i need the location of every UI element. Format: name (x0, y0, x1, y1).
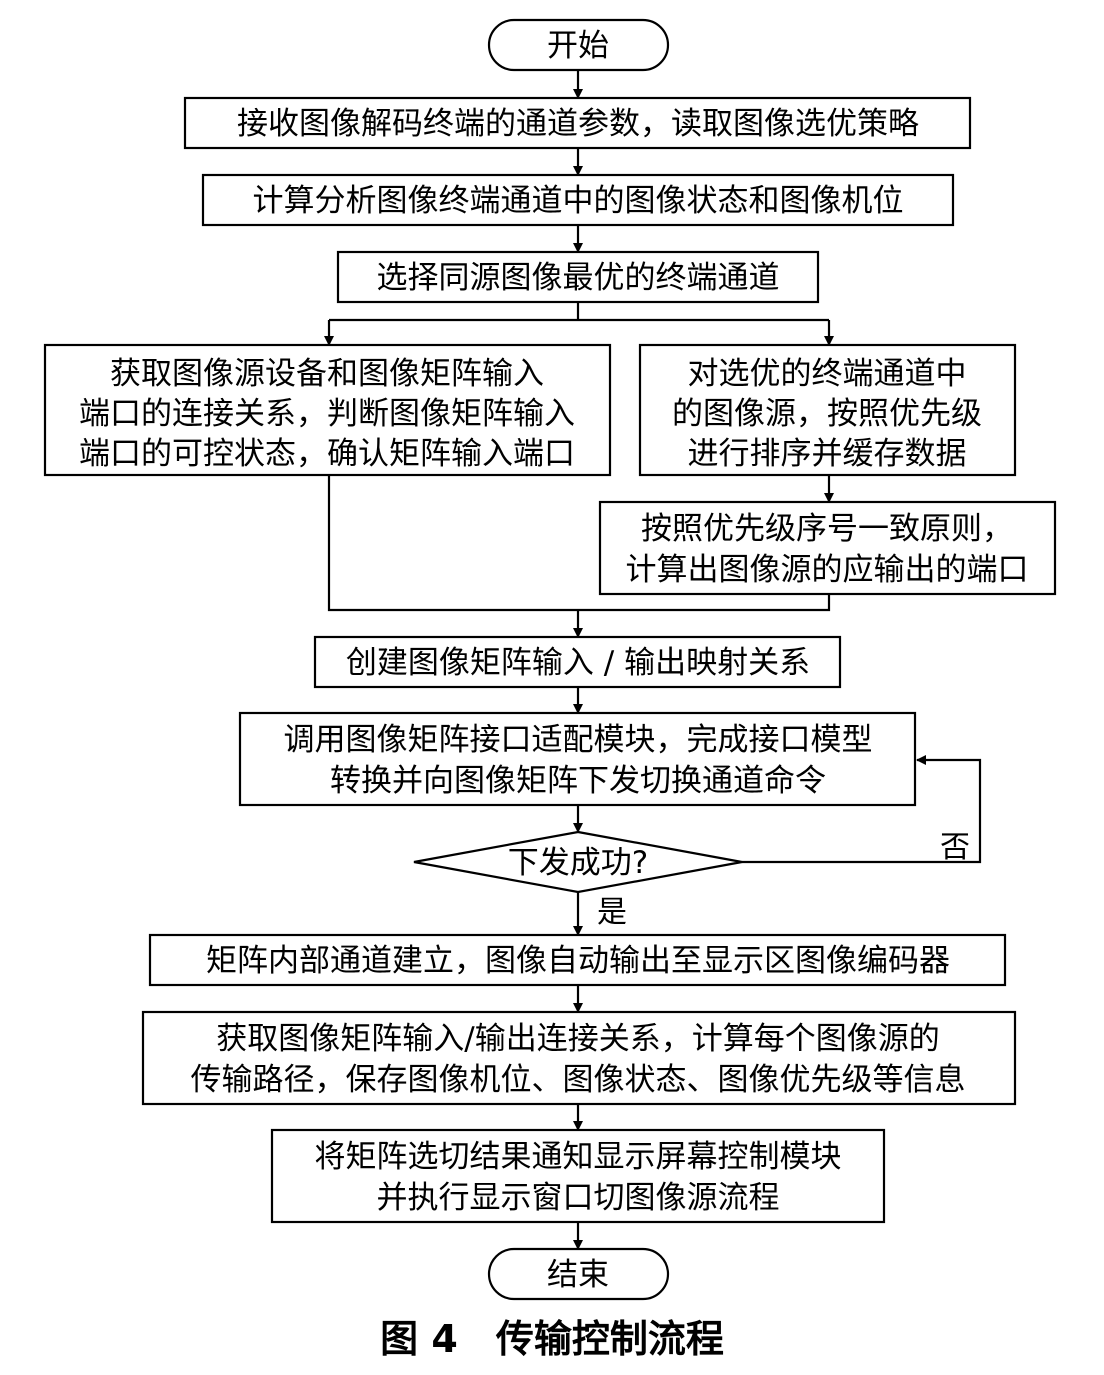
step-record-line1: 获取图像矩阵输入/输出连接关系，计算每个图像源的 (216, 1021, 939, 1057)
step-record: 获取图像矩阵输入/输出连接关系，计算每个图像源的 传输路径，保存图像机位、图像状… (141, 1010, 1017, 1106)
decision-label: 下发成功? (508, 845, 648, 881)
end-terminal: 结束 (487, 1247, 670, 1301)
step-notify-line1: 将矩阵选切结果通知显示屏幕控制模块 (315, 1139, 842, 1175)
step-right-line1: 对选优的终端通道中 (688, 356, 967, 392)
step-analyze: 计算分析图像终端通道中的图像状态和图像机位 (201, 173, 955, 227)
step-invoke: 调用图像矩阵接口适配模块，完成接口模型 转换并向图像矩阵下发切换通道命令 (238, 711, 917, 807)
decision-success: 下发成功? (413, 830, 743, 894)
step-left-line3: 端口的可控状态，确认矩阵输入端口 (79, 436, 575, 472)
step-create: 创建图像矩阵输入 / 输出映射关系 (313, 635, 842, 689)
step-left: 获取图像源设备和图像矩阵输入 端口的连接关系，判断图像矩阵输入 端口的可控状态，… (43, 343, 612, 477)
step-invoke-line2: 转换并向图像矩阵下发切换通道命令 (330, 763, 826, 799)
start-label: 开始 (547, 28, 609, 64)
step-establish: 矩阵内部通道建立，图像自动输出至显示区图像编码器 (148, 933, 1007, 987)
step-establish-label: 矩阵内部通道建立，图像自动输出至显示区图像编码器 (206, 943, 950, 979)
start-terminal: 开始 (487, 18, 670, 72)
step-analyze-label: 计算分析图像终端通道中的图像状态和图像机位 (253, 183, 904, 219)
step-receive-label: 接收图像解码终端的通道参数，读取图像选优策略 (237, 106, 919, 142)
step-right-line2: 的图像源，按照优先级 (672, 396, 982, 432)
step-right-line3: 进行排序并缓存数据 (688, 436, 967, 472)
step-notify-line2: 并执行显示窗口切图像源流程 (377, 1180, 780, 1216)
step-right: 对选优的终端通道中 的图像源，按照优先级 进行排序并缓存数据 (638, 343, 1017, 477)
end-label: 结束 (547, 1257, 609, 1293)
step-notify: 将矩阵选切结果通知显示屏幕控制模块 并执行显示窗口切图像源流程 (270, 1128, 886, 1224)
step-priority-line2: 计算出图像源的应输出的端口 (626, 552, 1029, 588)
step-receive: 接收图像解码终端的通道参数，读取图像选优策略 (183, 96, 972, 150)
no-label: 否 (940, 830, 970, 865)
step-invoke-line1: 调用图像矩阵接口适配模块，完成接口模型 (284, 722, 873, 758)
step-left-line1: 获取图像源设备和图像矩阵输入 (110, 356, 544, 392)
figure-caption: 图 4 传输控制流程 (380, 1317, 724, 1361)
step-create-label: 创建图像矩阵输入 / 输出映射关系 (346, 645, 810, 681)
no-loop-line (742, 755, 982, 864)
step-priority-line1: 按照优先级序号一致原则， (641, 511, 1013, 547)
split-line (329, 302, 829, 322)
step-left-line2: 端口的连接关系，判断图像矩阵输入 (79, 396, 575, 432)
step-select: 选择同源图像最优的终端通道 (336, 250, 820, 304)
step-priority: 按照优先级序号一致原则， 计算出图像源的应输出的端口 (598, 500, 1057, 596)
yes-label: 是 (597, 895, 627, 930)
step-select-label: 选择同源图像最优的终端通道 (377, 260, 780, 296)
step-record-line2: 传输路径，保存图像机位、图像状态、图像优先级等信息 (191, 1062, 966, 1098)
